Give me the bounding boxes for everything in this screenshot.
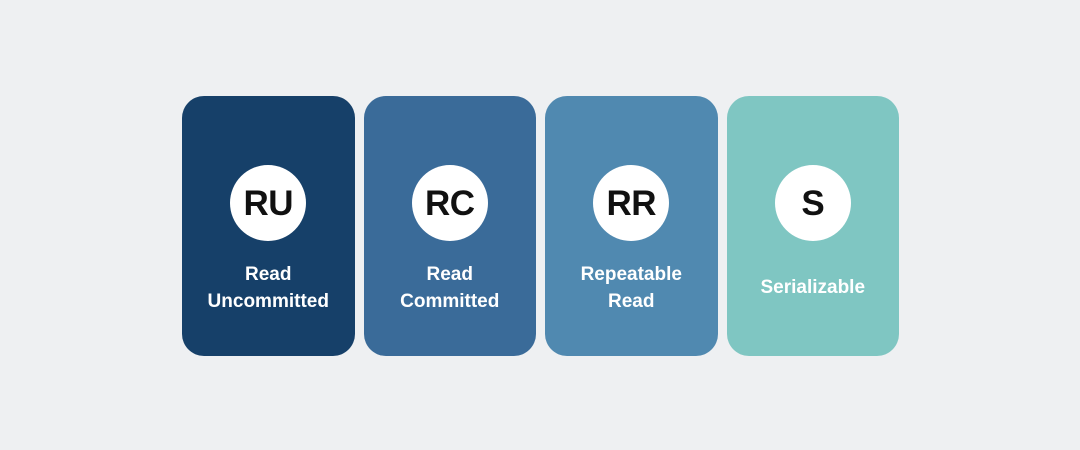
level-label: Read Committed [400,264,500,312]
level-label: Read Uncommitted [207,264,329,312]
level-abbreviation: S [801,183,825,223]
level-abbreviation: RR [606,183,657,223]
circle-badge-icon: RR [593,165,670,241]
isolation-level-card-read-committed[interactable]: RC Read Committed [363,96,536,356]
circle-badge-icon: RU [230,165,307,241]
level-label: Repeatable Read [580,264,682,312]
isolation-level-card-repeatable-read[interactable]: RR Repeatable Read [545,96,718,356]
circle-badge-icon: S [774,165,851,241]
isolation-levels-row: RU Read Uncommitted RC Read Committed RR… [182,96,899,356]
circle-badge-icon: RC [411,165,488,241]
isolation-level-card-serializable[interactable]: S Serializable [726,96,899,356]
level-label: Serializable [760,277,866,298]
level-abbreviation: RC [424,183,475,223]
isolation-level-card-read-uncommitted[interactable]: RU Read Uncommitted [182,96,355,356]
level-abbreviation: RU [243,183,294,223]
